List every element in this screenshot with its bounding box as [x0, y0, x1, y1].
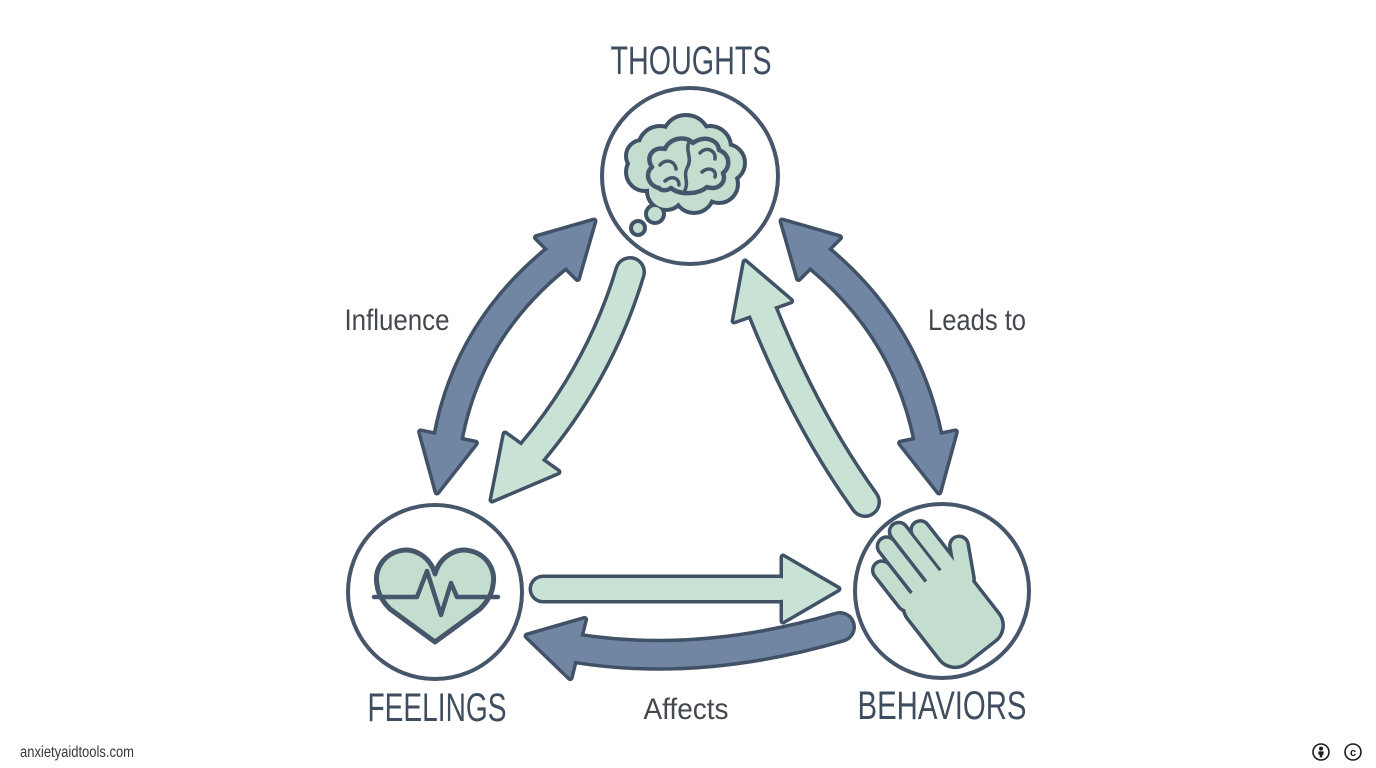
hand-icon	[870, 519, 1005, 670]
arrow-feelings-thoughts-dark	[417, 217, 598, 496]
affects-edge-label: Affects	[644, 693, 729, 726]
copyright-icon: c	[1344, 743, 1362, 761]
influence-edge-label: Influence	[345, 304, 450, 337]
heart-heartbeat-icon	[371, 547, 501, 645]
feelings-label: FEELINGS	[368, 686, 507, 730]
watermark-text: anxietyaidtools.com	[20, 744, 134, 761]
arrow-thoughts-feelings-green	[488, 256, 646, 504]
thoughts-label: THOUGHTS	[611, 39, 772, 83]
thought-cloud-brain-icon	[624, 113, 747, 237]
arrow-behaviors-thoughts-green	[730, 258, 881, 518]
copyright-glyph: c	[1350, 747, 1356, 759]
arrow-behaviors-thoughts-dark	[778, 217, 959, 496]
arrow-behaviors-feelings-dark	[523, 611, 856, 682]
behaviors-label: BEHAVIORS	[858, 684, 1027, 728]
leads-to-edge-label: Leads to	[928, 304, 1026, 337]
arrow-feelings-behaviors-green	[528, 553, 842, 625]
attribution-person-icon	[1312, 743, 1330, 761]
